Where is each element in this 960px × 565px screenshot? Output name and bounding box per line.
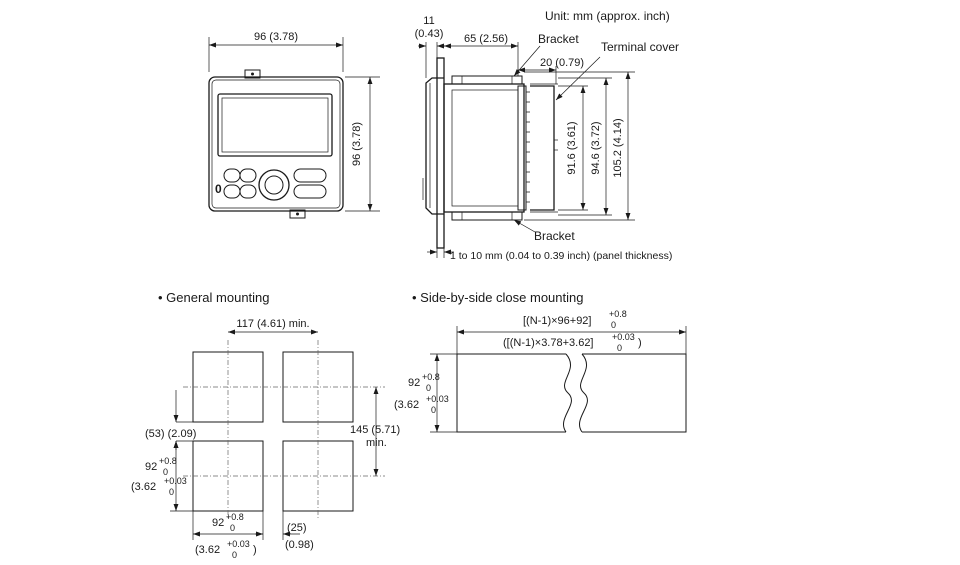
cut-h-tol-dn: 0 bbox=[163, 467, 168, 477]
break-line-left bbox=[563, 353, 572, 433]
side-view: 11 (0.43) 65 (2.56) Bracket Terminal cov… bbox=[415, 15, 679, 262]
height-inch-tol-up: +0.03 bbox=[426, 394, 449, 404]
formula-inch-tol-up: +0.03 bbox=[612, 332, 635, 342]
panel-thickness-note: 1 to 10 mm (0.04 to 0.39 inch) (panel th… bbox=[450, 250, 672, 262]
cut-w-main: 92 bbox=[212, 517, 224, 529]
cover-depth-dim: 20 (0.79) bbox=[540, 57, 584, 69]
bracket-bottom-label: Bracket bbox=[534, 229, 575, 243]
formula-inch-tol-dn: 0 bbox=[617, 343, 622, 353]
side-height-1: 91.6 (3.61) bbox=[566, 121, 578, 174]
front-key-4 bbox=[239, 184, 257, 199]
height-inch-main: (3.62 bbox=[394, 399, 419, 411]
height-tol-up: +0.8 bbox=[422, 372, 440, 382]
gap-v-dim: (53) (2.09) bbox=[145, 428, 196, 440]
front-bottom-bracket bbox=[289, 209, 306, 219]
cut-h-inch-tol-dn: 0 bbox=[169, 487, 174, 497]
side-depth-dim: 65 (2.56) bbox=[464, 33, 508, 45]
front-key-6 bbox=[293, 184, 327, 199]
cut-w-tol-up: +0.8 bbox=[226, 512, 244, 522]
general-mounting-title: • General mounting bbox=[158, 290, 270, 305]
general-mounting: • General mounting 117 (4.61) min. (53) … bbox=[131, 290, 400, 560]
terminal-block bbox=[517, 85, 527, 211]
bracket-top-label: Bracket bbox=[538, 32, 579, 46]
height-main: 92 bbox=[408, 377, 420, 389]
side-top-small-inch: (0.43) bbox=[415, 28, 444, 40]
formula-inch: ([(N-1)×3.78+3.62] bbox=[503, 337, 594, 349]
side-height-3: 105.2 (4.14) bbox=[612, 118, 624, 177]
cut-w-inch-tol-dn: 0 bbox=[232, 550, 237, 560]
terminal-cover bbox=[530, 85, 555, 211]
front-zero-key: 0 bbox=[215, 182, 222, 196]
front-key-5 bbox=[293, 168, 327, 183]
front-view: 96 (3.78) 0 96 (3.78) bbox=[208, 31, 380, 219]
front-top-bracket bbox=[244, 69, 261, 79]
cut-h-inch-main: (3.62 bbox=[131, 481, 156, 493]
side-case bbox=[443, 83, 525, 213]
gap-h-dim: (25) bbox=[287, 522, 307, 534]
pitch-h-dim: 117 (4.61) min. bbox=[236, 318, 309, 330]
break-line-right bbox=[579, 353, 588, 433]
formula-mm-tol-up: +0.8 bbox=[609, 309, 627, 319]
height-tol-dn: 0 bbox=[426, 383, 431, 393]
side-top-bracket bbox=[451, 75, 523, 85]
front-width-dim: 96 (3.78) bbox=[254, 31, 298, 43]
formula-mm: [(N-1)×96+92] bbox=[523, 315, 591, 327]
front-key-1 bbox=[223, 168, 241, 183]
front-key-2 bbox=[239, 168, 257, 183]
cut-h-tol-up: +0.8 bbox=[159, 456, 177, 466]
terminal-cover-label: Terminal cover bbox=[601, 40, 679, 54]
side-top-small-dim: 11 bbox=[423, 15, 434, 27]
side-bottom-bracket bbox=[451, 211, 523, 221]
cut-w-inch-tol-up: +0.03 bbox=[227, 539, 250, 549]
height-inch-tol-dn: 0 bbox=[431, 405, 436, 415]
close-mount-cutout bbox=[456, 353, 566, 433]
formula-mm-tol-dn: 0 bbox=[611, 320, 616, 330]
front-dial bbox=[258, 169, 290, 201]
front-display bbox=[217, 93, 333, 157]
side-by-side-mounting: • Side-by-side close mounting [(N-1)×96+… bbox=[394, 290, 687, 433]
unit-note: Unit: mm (approx. inch) bbox=[545, 9, 670, 23]
front-bezel bbox=[208, 76, 344, 212]
front-height-dim: 96 (3.78) bbox=[351, 122, 363, 166]
side-panel bbox=[436, 57, 445, 249]
pitch-v-min: min. bbox=[366, 437, 387, 449]
cut-w-tol-dn: 0 bbox=[230, 523, 235, 533]
cut-h-main: 92 bbox=[145, 461, 157, 473]
cut-w-inch-main: (3.62 bbox=[195, 544, 220, 556]
cut-w-inch-close: ) bbox=[253, 544, 257, 556]
pitch-v-dim: 145 (5.71) bbox=[350, 424, 400, 436]
side-by-side-title: • Side-by-side close mounting bbox=[412, 290, 583, 305]
side-height-2: 94.6 (3.72) bbox=[590, 121, 602, 174]
cut-h-inch-tol-up: +0.03 bbox=[164, 476, 187, 486]
front-key-3 bbox=[223, 184, 241, 199]
gap-h-inch: (0.98) bbox=[285, 539, 314, 551]
formula-inch-close: ) bbox=[638, 337, 642, 349]
